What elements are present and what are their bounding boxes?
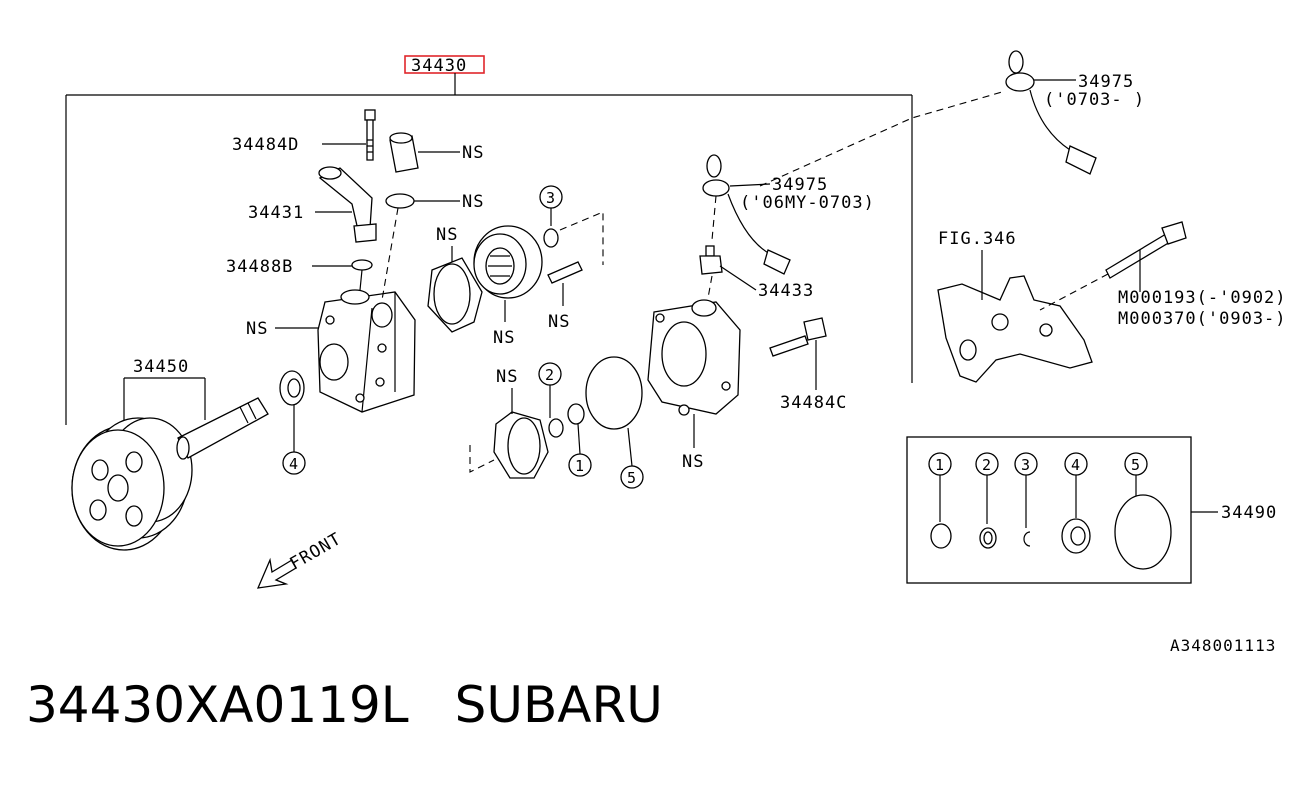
assembly-label[interactable]: 34430 bbox=[411, 56, 467, 76]
label-ns-connector[interactable]: NS bbox=[462, 143, 484, 163]
brand-name: SUBARU bbox=[454, 676, 663, 734]
label-ns-pin[interactable]: NS bbox=[548, 312, 570, 332]
label-34450[interactable]: 34450 bbox=[133, 357, 189, 377]
snap-ring bbox=[543, 228, 559, 248]
label-m000370[interactable]: M000370('0903-) bbox=[1118, 309, 1287, 329]
kit-item-3 bbox=[1023, 531, 1031, 547]
label-34431[interactable]: 34431 bbox=[248, 203, 304, 223]
label-34484d[interactable]: 34484D bbox=[232, 135, 299, 155]
kit-item-1-number[interactable]: 1 bbox=[935, 456, 944, 474]
label-ns-oring[interactable]: NS bbox=[462, 192, 484, 212]
hose-fitting bbox=[318, 166, 377, 243]
kit-item-1 bbox=[930, 523, 952, 549]
kit-callout-4[interactable]: 4 bbox=[289, 455, 298, 473]
long-bolt bbox=[1039, 221, 1187, 311]
kit-item-4-number[interactable]: 4 bbox=[1071, 456, 1080, 474]
assembly-label-highlight bbox=[404, 55, 485, 74]
bolt-34484c bbox=[769, 317, 827, 357]
kit-item-5 bbox=[1114, 494, 1172, 570]
sensor-34433 bbox=[699, 245, 723, 275]
note-34975-upper: ('0703- ) bbox=[1044, 90, 1145, 110]
repair-kit-box: 34490 1 2 3 4 5 bbox=[906, 436, 1277, 584]
note-34975-lower: ('06MY-0703) bbox=[740, 193, 875, 213]
label-ns-lower[interactable]: NS bbox=[496, 367, 518, 387]
connector-ns bbox=[381, 132, 419, 301]
label-34975-upper[interactable]: 34975 bbox=[1078, 72, 1134, 92]
label-34488b[interactable]: 34488B bbox=[226, 257, 293, 277]
label-ns-housing[interactable]: NS bbox=[682, 452, 704, 472]
lower-plate bbox=[469, 411, 549, 479]
kit-callout-3-top[interactable]: 3 bbox=[546, 189, 555, 207]
assembly-bracket: 34430 bbox=[65, 55, 913, 425]
kit-callout-5-left[interactable]: 5 bbox=[627, 469, 636, 487]
label-34975-lower[interactable]: 34975 bbox=[772, 175, 828, 195]
kit-item-5-number[interactable]: 5 bbox=[1131, 456, 1140, 474]
label-ns-rotor[interactable]: NS bbox=[493, 328, 515, 348]
label-ns-body[interactable]: NS bbox=[246, 319, 268, 339]
oil-seal: 4 bbox=[279, 370, 306, 475]
bushing bbox=[567, 403, 585, 425]
label-m000193[interactable]: M000193(-'0902) bbox=[1118, 288, 1287, 308]
cam-ring bbox=[473, 225, 543, 299]
pump-body bbox=[317, 289, 416, 413]
kit-callout-2-left[interactable]: 2 bbox=[545, 366, 554, 384]
mounting-bracket bbox=[937, 275, 1093, 383]
switch-34975-upper bbox=[1005, 50, 1097, 175]
part-number: 34430XA0119L bbox=[26, 676, 409, 734]
o-ring-34488b bbox=[351, 259, 373, 271]
label-34484c[interactable]: 34484C bbox=[780, 393, 847, 413]
kit-callout-1-left[interactable]: 1 bbox=[575, 457, 584, 475]
shaft bbox=[176, 397, 269, 460]
label-ns-plate[interactable]: NS bbox=[436, 225, 458, 245]
kit-item-3-number[interactable]: 3 bbox=[1021, 456, 1030, 474]
pressure-plate bbox=[427, 257, 483, 333]
large-o-ring bbox=[585, 356, 643, 430]
front-label: FRONT bbox=[287, 529, 346, 574]
switch-34975-lower bbox=[702, 154, 791, 275]
front-arrow: FRONT bbox=[256, 529, 346, 589]
label-34490[interactable]: 34490 bbox=[1221, 503, 1277, 523]
label-34433[interactable]: 34433 bbox=[758, 281, 814, 301]
figure-code: A348001113 bbox=[1170, 636, 1277, 655]
rear-housing bbox=[647, 299, 741, 416]
kit-item-2-number[interactable]: 2 bbox=[982, 456, 991, 474]
bolt-34484d bbox=[364, 109, 376, 161]
label-fig346[interactable]: FIG.346 bbox=[938, 229, 1017, 249]
pin bbox=[547, 261, 583, 284]
pulley bbox=[71, 417, 193, 551]
